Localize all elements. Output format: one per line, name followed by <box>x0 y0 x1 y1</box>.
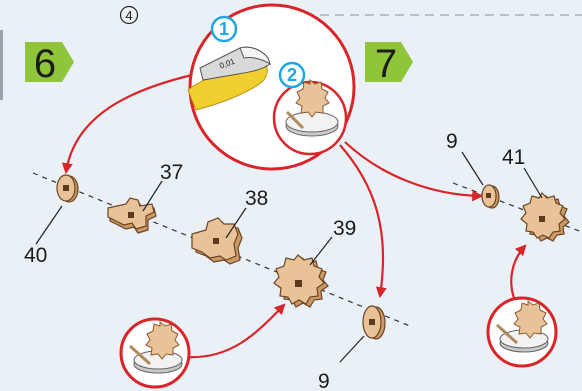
step-6-number: 6 <box>34 42 56 86</box>
part-label-38: 38 <box>245 187 268 210</box>
part-9-bottom-disk <box>363 306 385 339</box>
step-7-number: 7 <box>375 42 397 86</box>
part-37-piece <box>108 198 156 233</box>
left-panel-border <box>0 30 3 100</box>
leader-9-right <box>462 152 483 185</box>
small-step-marker: 4 <box>121 7 138 24</box>
part-label-37: 37 <box>160 161 183 184</box>
part-label-41: 41 <box>502 146 525 169</box>
arrow-to-part-39 <box>184 305 284 357</box>
part-label-39: 39 <box>333 217 356 240</box>
leader-39 <box>310 237 332 265</box>
part-9-right-disk <box>482 185 499 208</box>
step-6-badge: 6 <box>25 42 74 86</box>
part-40-disk <box>57 175 78 202</box>
glue-instructions-callout: 0,01 1 2 <box>188 5 354 169</box>
glue-dish-callout-bottom-right <box>488 298 556 366</box>
arrow-to-part-40 <box>66 75 192 172</box>
glue-dish-callout-bottom-left <box>121 319 189 387</box>
arrow-to-part-41 <box>511 246 525 298</box>
glue-dish-icon <box>274 80 346 154</box>
part-label-9-right: 9 <box>446 130 458 153</box>
part-39-gear <box>274 255 328 307</box>
leader-41 <box>524 168 542 198</box>
leader-40 <box>36 206 62 244</box>
step-7-badge: 7 <box>365 42 413 86</box>
small-step-number: 4 <box>125 8 132 23</box>
arrow-to-part-9-right <box>345 142 481 196</box>
leader-9-bottom <box>340 336 364 362</box>
callout-2-number: 2 <box>287 65 297 85</box>
part-41-gear <box>521 193 569 241</box>
part-label-9-bottom: 9 <box>318 370 330 391</box>
part-label-40: 40 <box>24 244 47 267</box>
callout-1-number: 1 <box>219 19 229 39</box>
